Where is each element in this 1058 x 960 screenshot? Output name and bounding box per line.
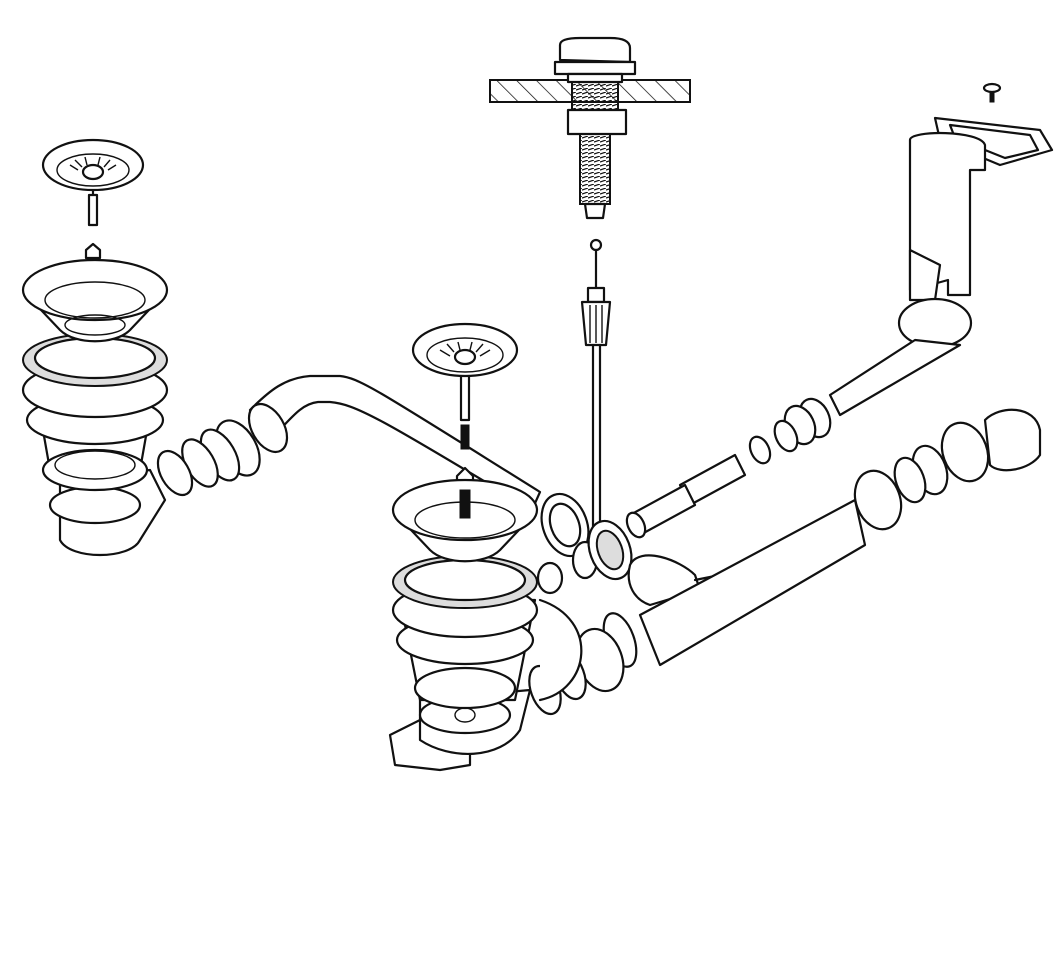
left-drain-body [21, 258, 169, 556]
overflow-connector-pipe [625, 338, 962, 539]
popup-waste-knob [489, 36, 691, 542]
trap-pipe-assembly [528, 408, 1042, 716]
left-strainer-basket [41, 138, 145, 227]
overflow-outlet [897, 82, 1054, 349]
center-drain-body [388, 478, 539, 772]
center-strainer-basket [411, 322, 519, 450]
center-connector-nuts [536, 492, 722, 607]
